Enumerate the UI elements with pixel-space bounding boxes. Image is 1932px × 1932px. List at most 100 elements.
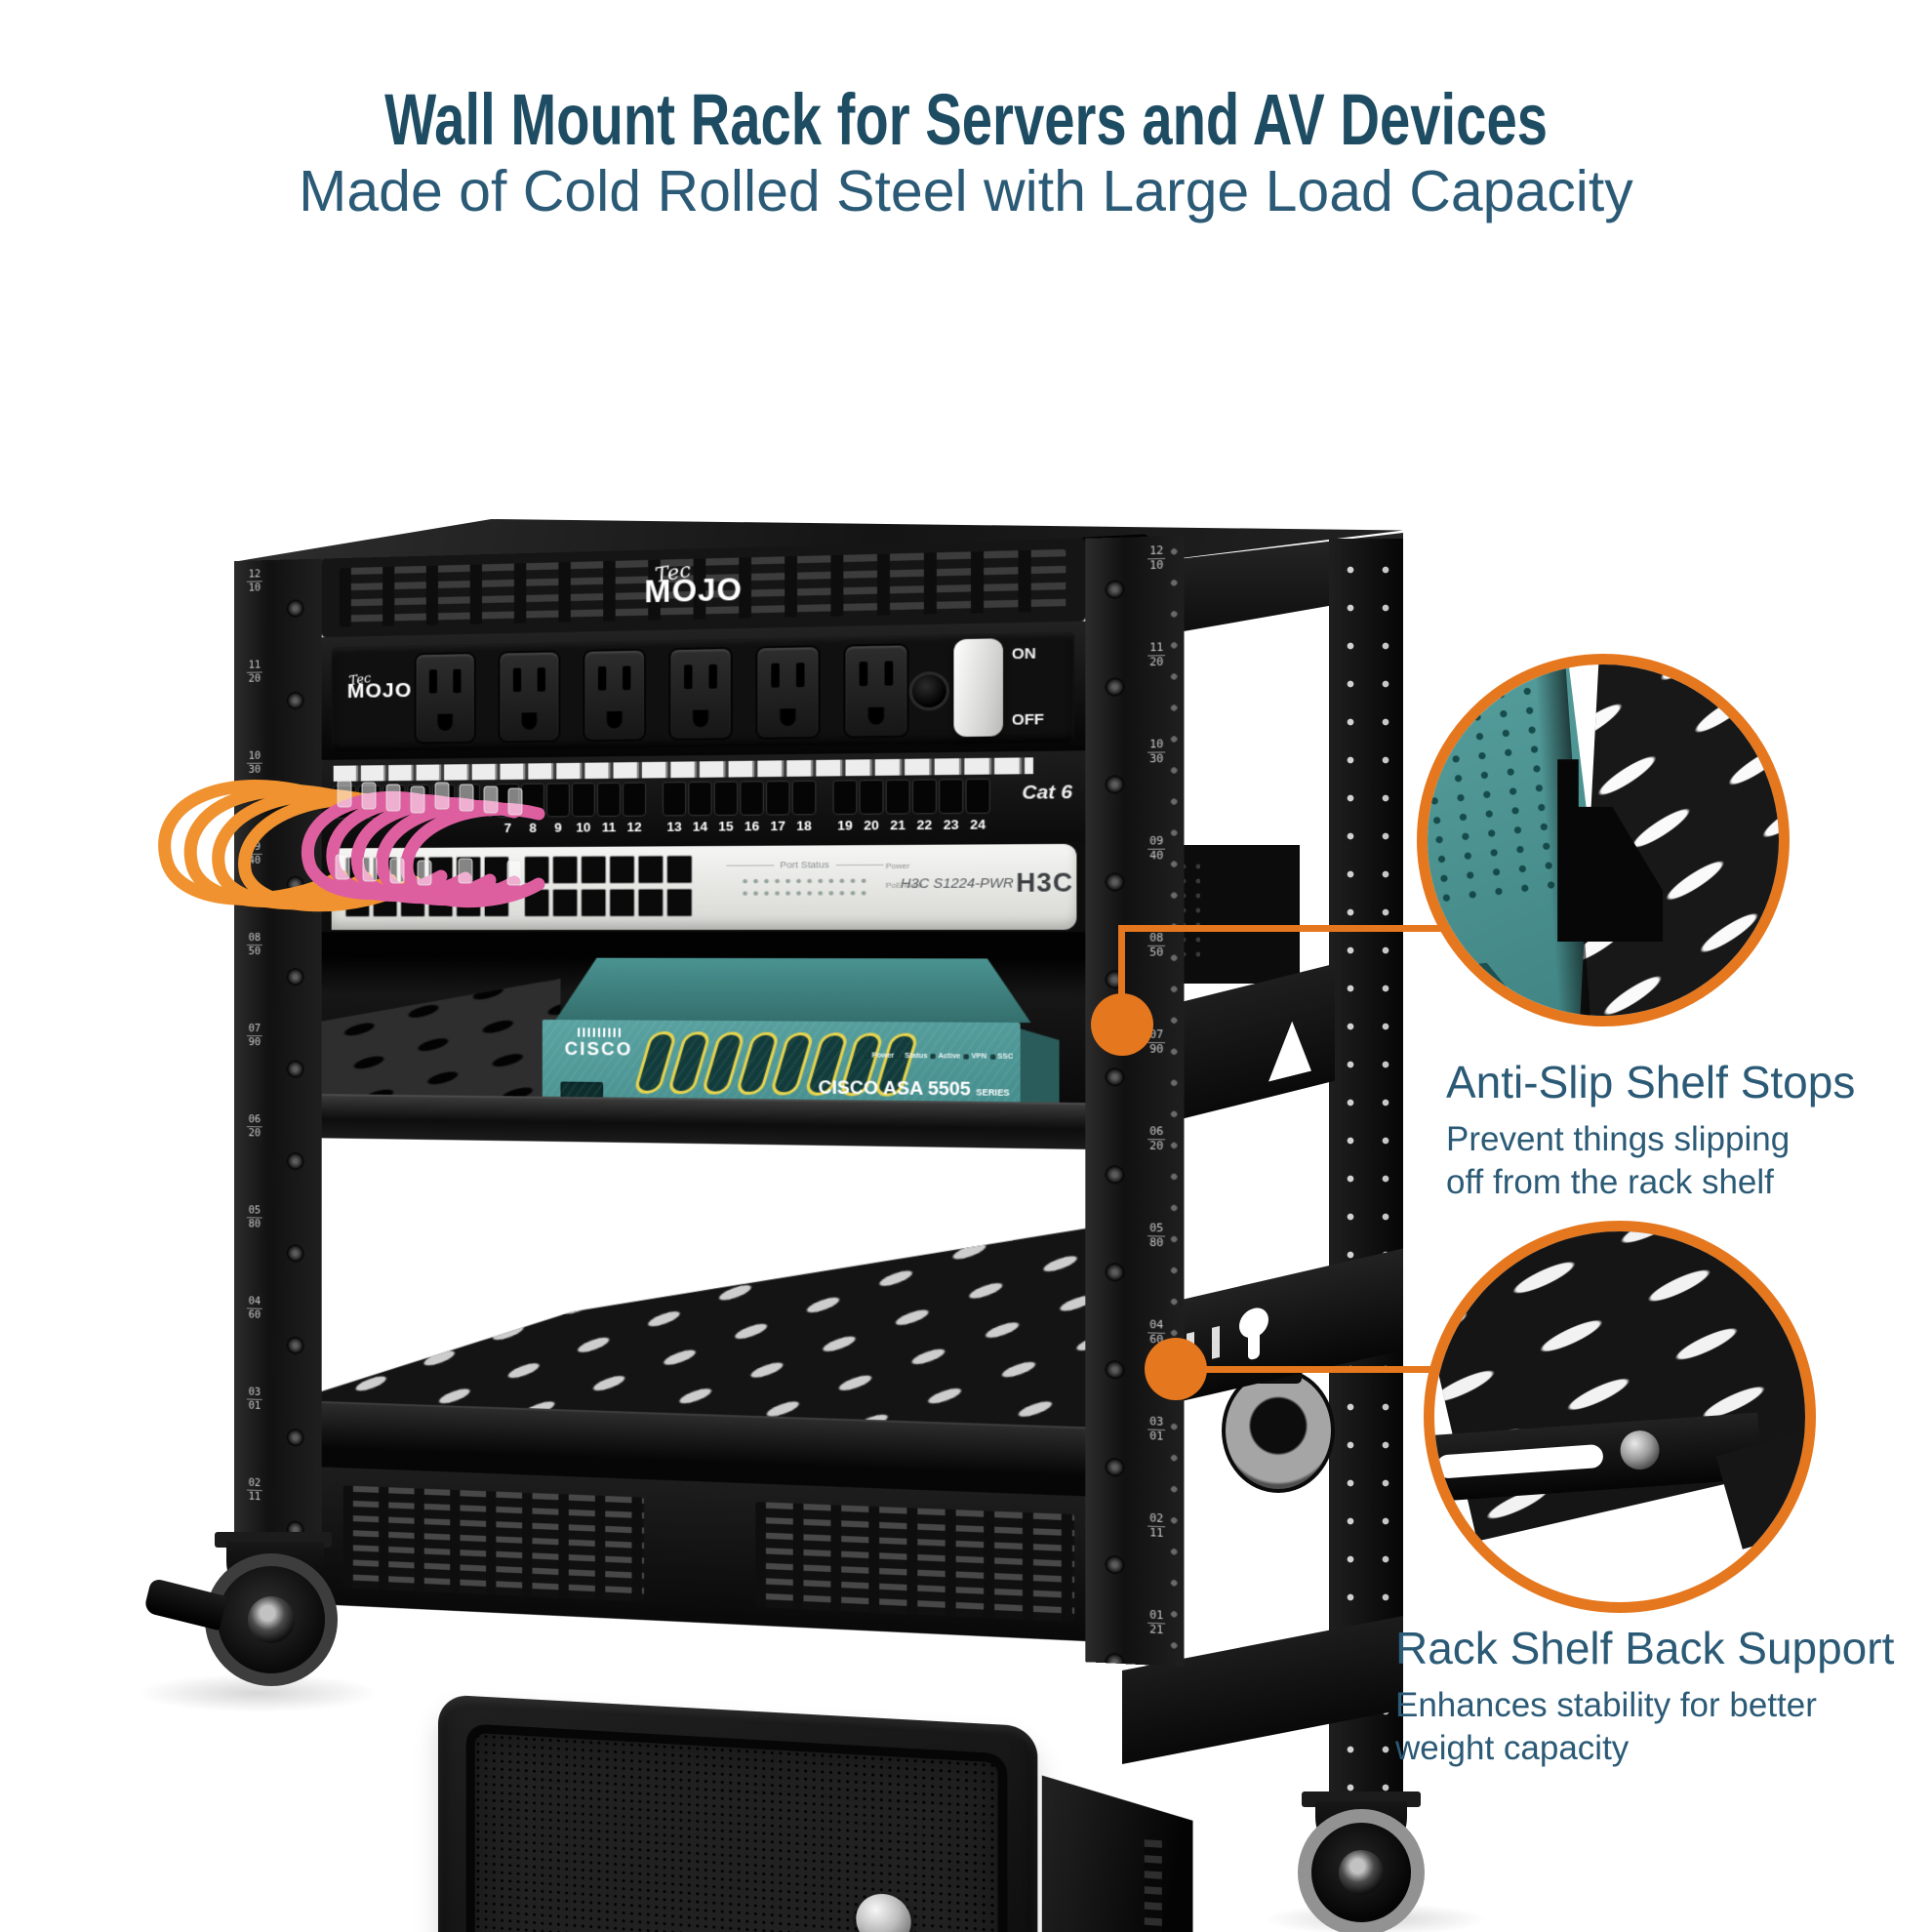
switch-port [373, 857, 398, 885]
patch-port [357, 785, 382, 819]
patch-port [596, 782, 621, 817]
patch-port [740, 781, 764, 816]
switch-port [456, 889, 481, 917]
patch-port [545, 783, 570, 818]
switch-port [666, 888, 693, 917]
patch-port-row [333, 778, 990, 820]
shelf-stop-zoom-circle [1417, 654, 1790, 1026]
callout-title: Rack Shelf Back Support [1395, 1623, 1895, 1673]
patch-port [859, 780, 884, 815]
switch-port [581, 888, 607, 917]
patch-port-number: 11 [601, 819, 617, 835]
page-subtitle: Made of Cold Rolled Steel with Large Loa… [299, 159, 1633, 223]
patch-port [496, 783, 520, 818]
patch-port-number: 18 [796, 818, 812, 834]
pdu-faceplate: Tec MOJO ON OFF [331, 631, 1075, 752]
switch-port [344, 857, 370, 885]
pdu-brand-logo: Tec MOJO [346, 670, 413, 704]
cisco-logo: CISCO [565, 1027, 633, 1060]
switch-port [552, 856, 579, 884]
support-slot [1435, 1442, 1605, 1479]
status-led: Active [930, 1053, 960, 1061]
switch-port [373, 889, 398, 917]
rack-rear-post [1329, 539, 1403, 1823]
patch-port-number: 17 [770, 818, 785, 834]
power-outlet [755, 644, 821, 740]
switch-port [484, 889, 509, 917]
patch-port [688, 781, 712, 817]
switch-port [427, 889, 454, 917]
switch-port-grid [344, 855, 708, 917]
patch-port [407, 784, 430, 819]
page-title: Wall Mount Rack for Servers and AV Devic… [384, 79, 1548, 160]
patch-port-number [358, 822, 381, 836]
rail-holes [1166, 536, 1183, 1668]
power-outlet [843, 642, 909, 739]
switch-port [666, 855, 693, 884]
tecmojo-logo: Tec MOJO [644, 557, 744, 610]
server-case-side [1042, 1768, 1193, 1932]
switch-port [552, 888, 579, 917]
patch-port [791, 780, 817, 816]
patch-port [431, 784, 456, 819]
patch-label-strip [333, 757, 1033, 782]
patch-port-number: 23 [943, 817, 959, 833]
patch-port [571, 783, 595, 818]
pdu-on-label: ON [1011, 644, 1036, 664]
patch-port-number: 10 [576, 820, 591, 835]
switch-port [581, 855, 607, 884]
patch-port [623, 782, 647, 817]
switch-port [344, 889, 370, 917]
patch-port-number [407, 821, 429, 835]
front-right-caster [1268, 1791, 1464, 1932]
patch-port-number: 14 [692, 819, 708, 834]
case-mesh-front [465, 1723, 1008, 1932]
rail-screws [274, 558, 316, 1625]
callout-back-support: Rack Shelf Back Support Enhances stabili… [1395, 1622, 1894, 1770]
pdu-outlet-strip [414, 642, 909, 745]
switch-port [609, 855, 635, 884]
callout-line [1118, 925, 1125, 1028]
switch-brand-logo: H3C [1016, 868, 1074, 899]
patch-port-number: 19 [837, 818, 853, 833]
switch-port [524, 889, 550, 917]
patch-port [713, 781, 739, 817]
switch-port [524, 856, 550, 884]
switch-port [456, 856, 481, 885]
patch-port-number: 15 [718, 818, 734, 834]
switch-port [400, 856, 425, 885]
switch-port [484, 856, 509, 885]
power-outlet [498, 649, 561, 743]
patch-port-number: 13 [666, 819, 682, 834]
patch-port-number [432, 821, 455, 835]
patch-port [333, 785, 356, 820]
louver-vents [755, 1502, 1075, 1623]
patch-port [832, 780, 858, 816]
callout-title: Anti-Slip Shelf Stops [1446, 1057, 1856, 1107]
patch-port-number [457, 821, 480, 835]
switch-port [637, 888, 664, 917]
server-case [438, 1694, 1038, 1932]
power-outlet [583, 648, 647, 742]
patch-port [521, 783, 544, 818]
switch-model: H3C S1224-PWR [900, 874, 1014, 892]
switch-port [400, 889, 425, 917]
power-outlet [414, 651, 476, 745]
firewall-top-face [530, 958, 1058, 1024]
back-support-zoom-circle [1424, 1221, 1816, 1613]
callout-description: Prevent things slipping [1446, 1120, 1791, 1158]
callout-line [1118, 925, 1450, 932]
patch-port-number: 12 [626, 819, 642, 835]
